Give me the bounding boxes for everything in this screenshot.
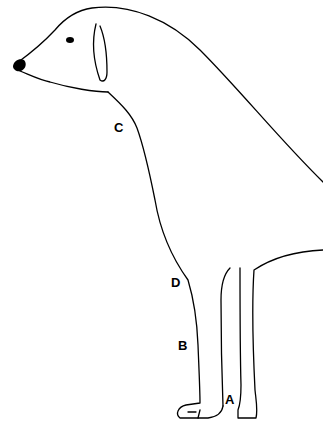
callout-letter: C <box>114 121 123 134</box>
inner-leg-outline <box>221 268 230 406</box>
dog-eye <box>66 37 74 43</box>
dog-nose <box>13 59 26 71</box>
muzzle-outline <box>20 71 108 92</box>
head-back-outline <box>17 7 323 182</box>
back-leg-outline <box>238 250 323 418</box>
callout-letter: D <box>171 276 180 289</box>
ear-outline <box>94 24 107 81</box>
toe-lines <box>188 410 200 418</box>
callout-letter: B <box>178 339 187 352</box>
chest-leg-outline <box>108 92 223 418</box>
callout-letter: A <box>225 393 234 406</box>
